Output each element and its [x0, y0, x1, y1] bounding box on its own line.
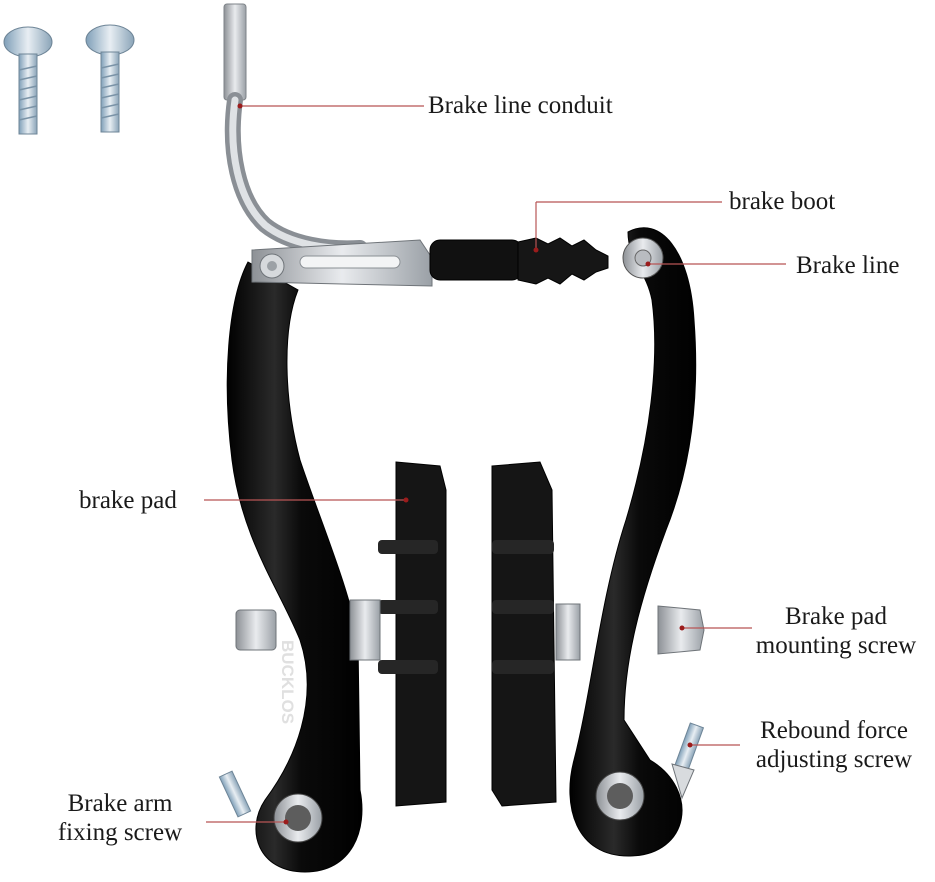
- label-line-1: Brake pad: [784, 603, 888, 630]
- label-brake-boot: brake boot: [729, 188, 836, 215]
- loose-screw-1: [3, 26, 53, 135]
- right-brake-pad: [491, 461, 581, 807]
- left-brake-arm: BUCKLOS: [226, 261, 363, 873]
- label-line-2: fixing screw: [57, 819, 183, 846]
- brake-boot: [429, 237, 609, 285]
- label-brake-pad: brake pad: [79, 487, 177, 514]
- brake-line-conduit: [223, 3, 368, 257]
- brand-mark: BUCKLOS: [278, 640, 297, 724]
- right-brake-arm: [569, 227, 697, 857]
- label-line-1: Brake arm: [67, 790, 173, 817]
- left-brake-pad: [349, 461, 447, 807]
- loose-screw-2: [85, 24, 135, 133]
- leader-lines: [204, 103, 786, 825]
- label-line-2: adjusting screw: [755, 746, 913, 773]
- label-rebound-force-adjusting-screw: Rebound force adjusting screw: [736, 716, 932, 774]
- label-brake-arm-fixing-screw: Brake arm fixing screw: [40, 789, 200, 847]
- label-brake-line: Brake line: [796, 252, 900, 279]
- label-line-1: Rebound force: [760, 717, 908, 744]
- label-line-2: mounting screw: [755, 632, 917, 659]
- label-brake-line-conduit: Brake line conduit: [428, 92, 613, 119]
- cable-carrier: [251, 239, 433, 287]
- rebound-adjusting-screw: [671, 722, 705, 800]
- arm-fixing-screw: [218, 770, 252, 818]
- label-brake-pad-mounting-screw: Brake pad mounting screw: [738, 602, 934, 660]
